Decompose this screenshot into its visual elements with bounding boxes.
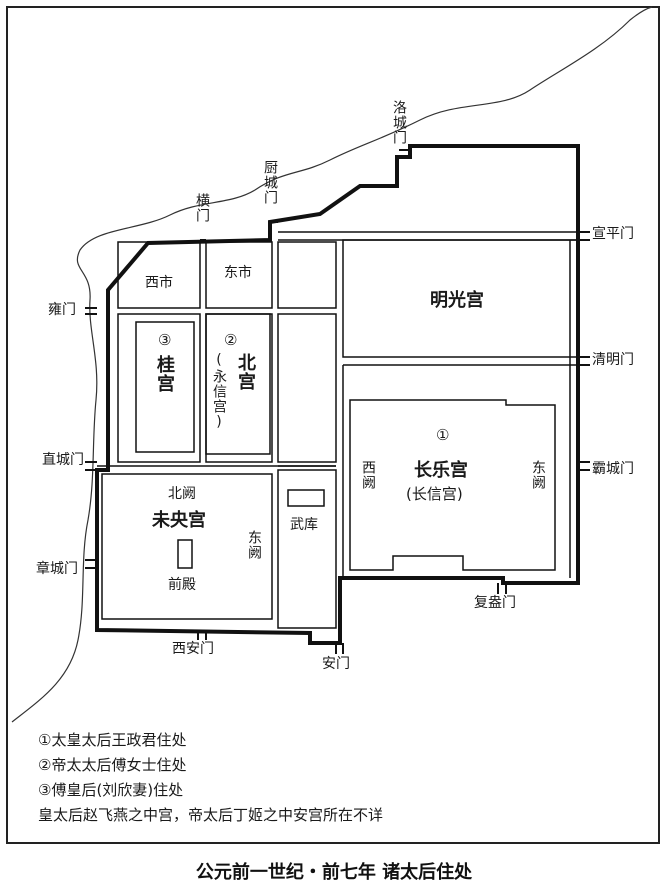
weiyang-palace-label: 未央宫 — [152, 510, 206, 531]
legend-item: 皇太后赵飞燕之中宫，帝太后丁姬之中安宫所在不详 — [38, 806, 384, 824]
legend-item: ①太皇太后王政君住处 — [38, 731, 187, 749]
legend-item: ③傅皇后(刘欣妻)住处 — [38, 781, 184, 799]
gate-fuang-label: 复盎门 — [474, 595, 516, 611]
figure-caption: 公元前一世纪・前七年 诸太后住处 — [195, 862, 473, 883]
gate-bacheng-label: 霸城门 — [592, 461, 634, 477]
changle-palace-number: ① — [436, 426, 450, 444]
changle-west-tower-label: 西阙 — [360, 460, 376, 490]
gate-zhicheng-label: 直城门 — [42, 452, 84, 468]
changle-palace-label: 长乐宫 — [414, 460, 468, 481]
bei-palace-sublabel: (永信宫) — [211, 352, 227, 431]
map-frame — [6, 6, 660, 844]
qiandian-label: 前殿 — [168, 577, 196, 593]
bei-palace-number: ② — [224, 331, 238, 349]
gui-palace-label: 桂宫 — [154, 355, 175, 393]
outer-city-wall — [95, 144, 580, 645]
changle-palace-sublabel: (长信宫) — [406, 485, 463, 503]
gate-heng-label: 横门 — [194, 193, 210, 223]
gate-an-label: 安门 — [322, 656, 350, 672]
gate-yong-label: 雍门 — [48, 302, 76, 318]
legend-item: ②帝太太后傅女士住处 — [38, 756, 187, 774]
map-legend: ①太皇太后王政君住处 ②帝太太后傅女士住处 ③傅皇后(刘欣妻)住处 皇太后赵飞燕… — [38, 728, 383, 828]
gate-xian-label: 西安门 — [172, 641, 214, 657]
qiandian-hall-mark — [177, 539, 193, 569]
gate-chucheng-label: 厨城门 — [262, 160, 278, 205]
weiyang-north-tower-label: 北阙 — [168, 486, 196, 502]
changle-east-tower-label: 东阙 — [530, 460, 546, 490]
gate-qingming-label: 清明门 — [592, 352, 634, 368]
gate-xuanping-label: 宣平门 — [592, 226, 634, 242]
bei-palace-label: 北宫 — [235, 353, 256, 391]
street-grid — [97, 231, 579, 629]
gui-palace-number: ③ — [158, 331, 172, 349]
gate-zhangcheng-label: 章城门 — [36, 561, 78, 577]
west-market-label: 西市 — [145, 275, 173, 291]
mingguang-palace-label: 明光宫 — [430, 290, 484, 311]
armory-label: 武库 — [290, 517, 318, 533]
river-bank-line — [11, 6, 653, 723]
gate-luocheng-label: 洛城门 — [391, 100, 407, 145]
gate-marks — [85, 149, 590, 654]
weiyang-east-tower-label: 东阙 — [246, 530, 262, 560]
east-market-label: 东市 — [224, 265, 252, 281]
